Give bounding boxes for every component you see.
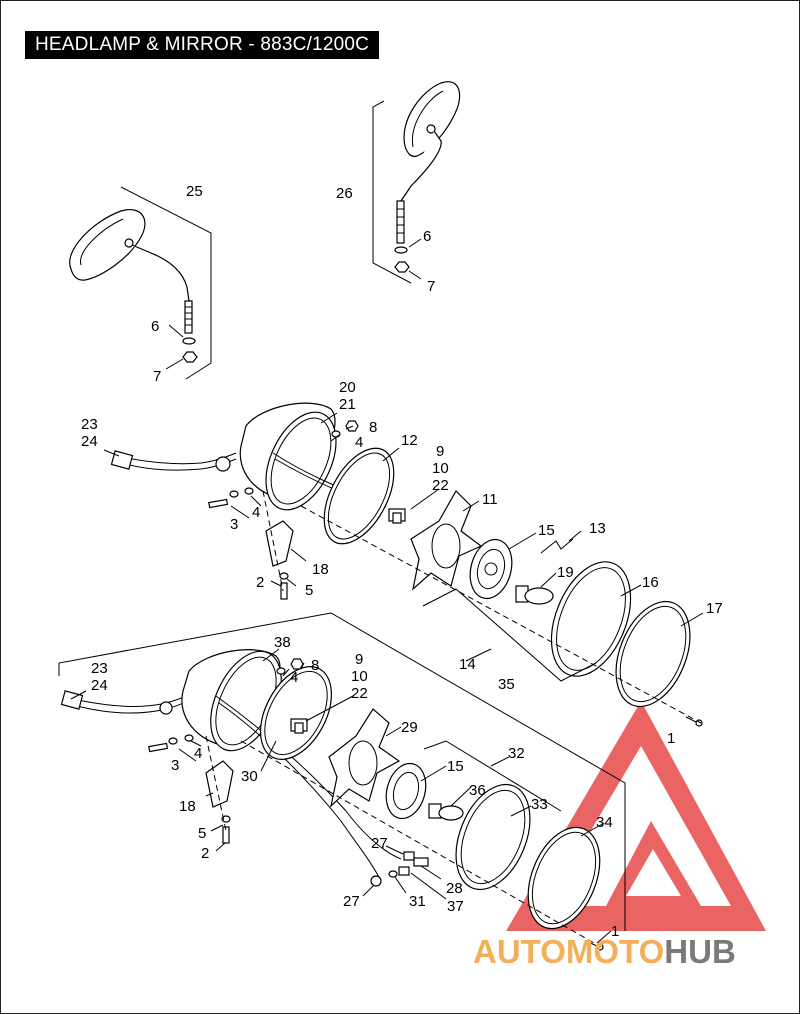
callout-3: 3: [171, 757, 179, 774]
callout-34: 34: [596, 814, 613, 831]
callout-23: 23: [91, 660, 108, 677]
callout-19: 19: [557, 564, 574, 581]
callout-10: 10: [432, 460, 449, 477]
callout-2: 2: [256, 574, 264, 591]
callout-6: 6: [423, 228, 431, 245]
callout-9: 9: [436, 443, 444, 460]
headlamp-lower: [58, 612, 626, 951]
callout-5: 5: [305, 582, 313, 599]
callout-35: 35: [498, 676, 515, 693]
svg-text:AUTOMOTOHUB: AUTOMOTOHUB: [473, 933, 736, 970]
callout-30: 30: [241, 768, 258, 785]
callout-1: 1: [611, 923, 619, 940]
callout-24: 24: [81, 433, 98, 450]
callout-36: 36: [469, 782, 486, 799]
callout-5: 5: [198, 825, 206, 842]
callout-24: 24: [91, 677, 108, 694]
watermark-text: AUTOMOTOHUB: [473, 933, 736, 970]
callout-28: 28: [446, 880, 463, 897]
callout-22: 22: [351, 685, 368, 702]
callout-18: 18: [312, 561, 329, 578]
callout-37: 37: [447, 898, 464, 915]
callout-15: 15: [447, 758, 464, 775]
callout-4: 4: [252, 504, 260, 521]
watermark-text-part1: AUTOMOTO: [473, 933, 664, 970]
callout-21: 21: [339, 396, 356, 413]
callout-25: 25: [186, 183, 203, 200]
callout-4: 4: [290, 669, 298, 686]
callout-3: 3: [230, 516, 238, 533]
callout-7: 7: [427, 278, 435, 295]
callout-20: 20: [339, 379, 356, 396]
callout-8: 8: [311, 657, 319, 674]
callout-12: 12: [401, 432, 418, 449]
mirror-right: [372, 81, 461, 284]
callout-13: 13: [589, 520, 606, 537]
callout-26: 26: [336, 185, 353, 202]
callout-27: 27: [343, 893, 360, 910]
callout-16: 16: [642, 574, 659, 591]
callout-22: 22: [432, 477, 449, 494]
callout-15: 15: [538, 522, 555, 539]
callout-32: 32: [508, 745, 525, 762]
callout-10: 10: [351, 668, 368, 685]
callout-4: 4: [194, 745, 202, 762]
callout-18: 18: [179, 798, 196, 815]
callout-8: 8: [369, 419, 377, 436]
callout-29: 29: [401, 719, 418, 736]
watermark-text-part2: HUB: [664, 933, 736, 970]
callout-labels: 25 6 7 26 6 7 20 21 8 4 12 23 24 9 10 22…: [81, 183, 723, 940]
callout-2: 2: [201, 845, 209, 862]
callout-33: 33: [531, 796, 548, 813]
callout-14: 14: [459, 656, 476, 673]
callout-1: 1: [667, 730, 675, 747]
callout-31: 31: [409, 893, 426, 910]
callout-11: 11: [482, 491, 498, 508]
callout-7: 7: [153, 368, 161, 385]
mirror-left: [69, 186, 212, 380]
callout-38: 38: [274, 634, 291, 651]
callout-17: 17: [706, 600, 723, 617]
callout-27: 27: [371, 835, 388, 852]
callout-6: 6: [151, 318, 159, 335]
headlamp-upper: [103, 402, 704, 727]
callout-23: 23: [81, 416, 98, 433]
callout-4: 4: [355, 434, 363, 451]
callout-9: 9: [355, 651, 363, 668]
page-title: HEADLAMP & MIRROR - 883C/1200C: [25, 31, 380, 59]
